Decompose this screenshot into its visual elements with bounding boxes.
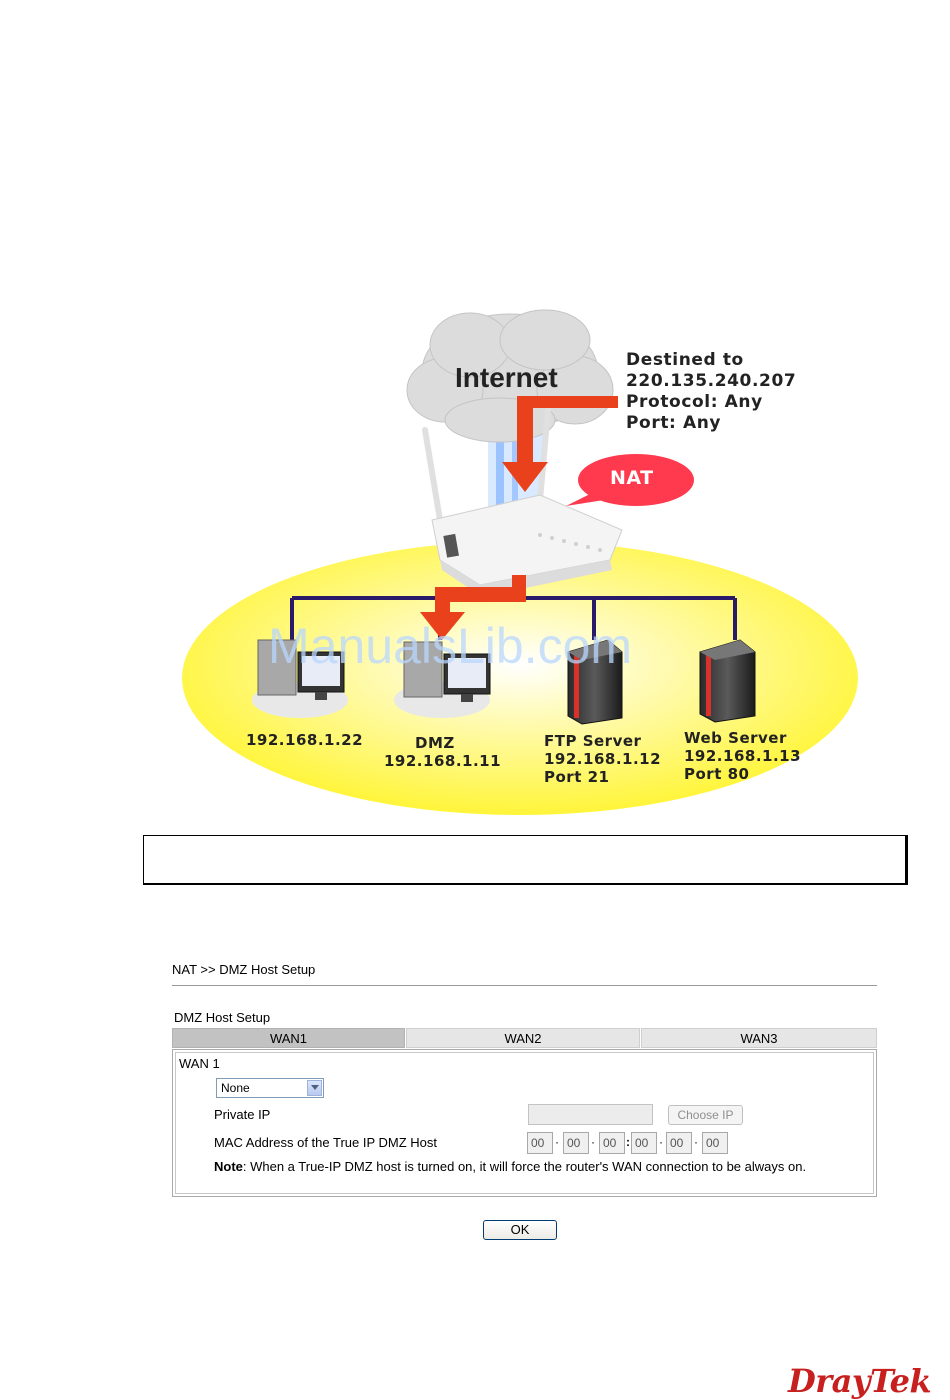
internet-label: Internet bbox=[455, 362, 558, 393]
host-3-port: Port 21 bbox=[544, 768, 610, 786]
destination-line-3: Protocol: Any bbox=[626, 392, 763, 412]
nat-arrow-in bbox=[502, 396, 618, 492]
destination-line-4: Port: Any bbox=[626, 413, 722, 433]
chevron-down-icon[interactable] bbox=[307, 1080, 322, 1096]
host-2-name: DMZ bbox=[415, 734, 455, 752]
nat-bubble-label: NAT bbox=[610, 467, 654, 489]
mac-octet-4[interactable]: 00 bbox=[631, 1132, 657, 1154]
tab-wan2[interactable]: WAN2 bbox=[406, 1028, 640, 1048]
pc-icon-dmz bbox=[394, 641, 491, 718]
private-ip-input[interactable] bbox=[528, 1104, 653, 1125]
mac-octet-6[interactable]: 00 bbox=[702, 1132, 728, 1154]
mac-octet-1[interactable]: 00 bbox=[527, 1132, 553, 1154]
breadcrumb-divider bbox=[172, 985, 877, 986]
wan-settings-panel-inner bbox=[175, 1052, 874, 1194]
mac-separator: : bbox=[626, 1135, 630, 1149]
ok-button[interactable]: OK bbox=[483, 1220, 557, 1240]
host-2-ip: 192.168.1.11 bbox=[384, 752, 502, 770]
mac-separator: · bbox=[591, 1135, 595, 1149]
mac-octet-3[interactable]: 00 bbox=[599, 1132, 625, 1154]
tab-wan1[interactable]: WAN1 bbox=[172, 1028, 405, 1048]
wan-heading: WAN 1 bbox=[179, 1056, 220, 1071]
network-diagram-graphic bbox=[182, 309, 858, 815]
wan-settings-panel bbox=[172, 1049, 877, 1197]
section-title: DMZ Host Setup bbox=[174, 1010, 271, 1025]
destination-line-2: 220.135.240.207 bbox=[626, 371, 797, 391]
web-server-icon bbox=[699, 639, 756, 723]
mac-address-label: MAC Address of the True IP DMZ Host bbox=[214, 1135, 438, 1150]
mac-octet-2[interactable]: 00 bbox=[563, 1132, 589, 1154]
host-3-ip: 192.168.1.12 bbox=[544, 750, 662, 768]
host-3-name: FTP Server bbox=[544, 732, 642, 750]
nat-bubble bbox=[578, 454, 694, 506]
mac-separator: · bbox=[694, 1135, 698, 1149]
lan-zone bbox=[182, 541, 858, 815]
host-1-ip: 192.168.1.22 bbox=[246, 731, 364, 749]
host-4-port: Port 80 bbox=[684, 765, 750, 783]
dmz-mode-select[interactable]: None bbox=[216, 1078, 324, 1098]
pc-icon-1 bbox=[252, 639, 348, 718]
tab-wan3[interactable]: WAN3 bbox=[641, 1028, 877, 1048]
private-ip-label: Private IP bbox=[214, 1107, 271, 1122]
mac-octet-5[interactable]: 00 bbox=[666, 1132, 692, 1154]
draytek-logo: DrayTek bbox=[788, 1362, 932, 1400]
mac-separator: · bbox=[659, 1135, 663, 1149]
note-box bbox=[143, 835, 908, 885]
ftp-server-icon bbox=[567, 639, 623, 725]
dmz-mode-value: None bbox=[221, 1081, 250, 1095]
network-diagram: Internet Destined to 220.135.240.207 Pro… bbox=[182, 309, 858, 815]
mac-separator: · bbox=[555, 1135, 559, 1149]
note-text: Note: When a True-IP DMZ host is turned … bbox=[214, 1159, 854, 1175]
nat-arrow-out bbox=[420, 575, 526, 640]
host-4-ip: 192.168.1.13 bbox=[684, 747, 802, 765]
destination-line-1: Destined to bbox=[626, 350, 744, 370]
note-label: Note bbox=[214, 1159, 243, 1174]
breadcrumb: NAT >> DMZ Host Setup bbox=[172, 962, 316, 977]
watermark: ManualsLib.com bbox=[268, 618, 633, 674]
note-body: : When a True-IP DMZ host is turned on, … bbox=[242, 1159, 807, 1174]
choose-ip-button[interactable]: Choose IP bbox=[668, 1105, 743, 1125]
host-4-name: Web Server bbox=[684, 729, 787, 747]
